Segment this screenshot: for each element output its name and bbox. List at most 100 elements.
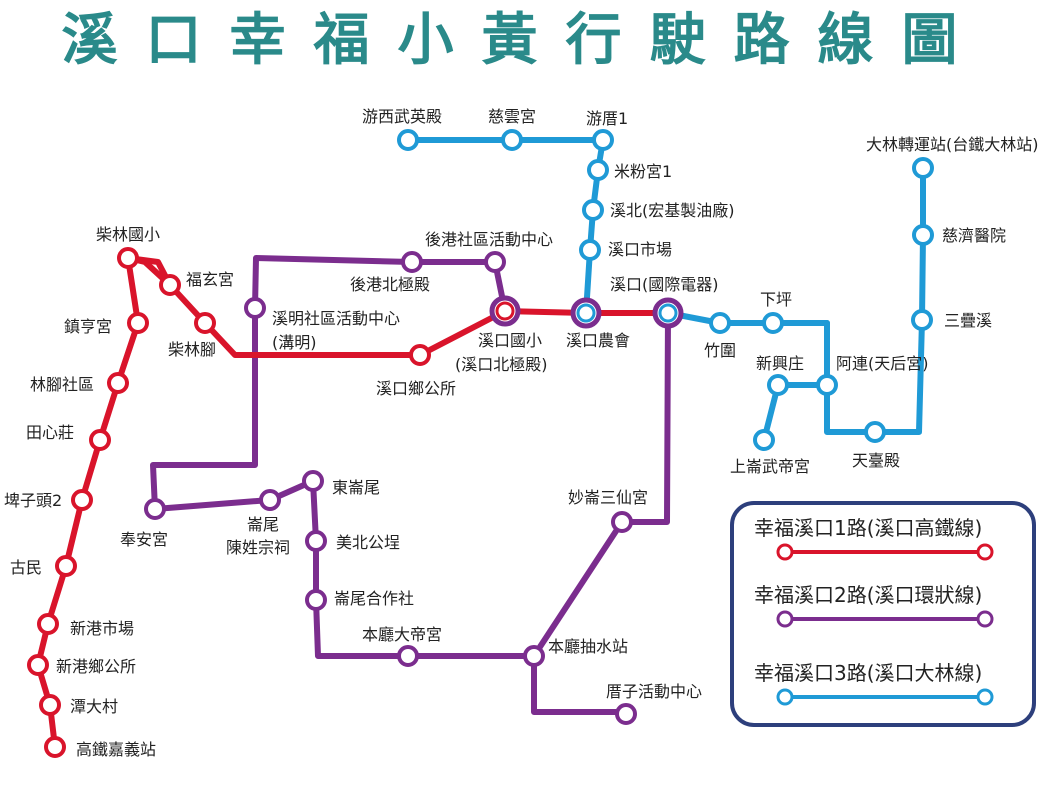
- station-tandacun: [39, 694, 61, 716]
- legend: 幸福溪口1路(溪口高鐵線) 幸福溪口2路(溪口環狀線) 幸福溪口3路(溪口大林線…: [730, 501, 1036, 727]
- label-xikou-guoji: 溪口(國際電器): [610, 275, 719, 294]
- legend-route2-start: [776, 610, 794, 628]
- station-fuxuangong: [159, 274, 181, 296]
- label-shanwei-2: 陳姓宗祠: [226, 538, 290, 557]
- label-shanwei-coop: 崙尾合作社: [334, 589, 414, 608]
- label-tiantai: 天臺殿: [852, 451, 900, 470]
- label-miaoshan: 妙崙三仙宮: [568, 488, 648, 507]
- label-ximing-1: 溪明社區活動中心: [272, 309, 400, 328]
- label-linjiao: 林腳社區: [30, 375, 94, 394]
- label-meibei: 美北公埕: [336, 533, 400, 552]
- station-puzitou: [71, 489, 93, 511]
- label-ciyun: 慈雲宮: [488, 107, 536, 126]
- station-hougang-center: [484, 251, 506, 273]
- route2-line-branch: [531, 653, 629, 715]
- station-tianxinzhuang: [89, 429, 111, 451]
- station-youxi: [397, 129, 419, 151]
- label-shanggong: 上崙武帝宮: [730, 457, 810, 476]
- route2-lines: [150, 255, 671, 715]
- station-gaotie: [44, 736, 66, 758]
- station-labels: 高鐵嘉義站 潭大村 新港鄉公所 新港市場 古民 埤子頭2 田心莊 林腳社區 鎮亨…: [4, 107, 1039, 759]
- label-youxi: 游西武英殿: [362, 107, 442, 126]
- station-benting-dadi: [397, 645, 419, 667]
- station-ciyun: [501, 129, 523, 151]
- legend-route3-end: [976, 688, 994, 706]
- label-ciji: 慈濟醫院: [942, 226, 1006, 245]
- label-fuxuangong: 福玄宮: [186, 270, 234, 289]
- station-cuozi: [615, 703, 637, 725]
- route3-line-top: [405, 137, 606, 316]
- label-youcuo: 游厝1: [586, 109, 628, 128]
- station-xibei: [582, 199, 604, 221]
- legend-route1-start: [776, 543, 794, 561]
- station-ximing: [244, 297, 266, 319]
- station-chailinjiao: [194, 312, 216, 334]
- station-mifen: [587, 159, 609, 181]
- label-puzitou: 埤子頭2: [4, 491, 62, 510]
- route2-stations: [144, 251, 637, 725]
- label-tianxinzhuang: 田心莊: [26, 423, 74, 442]
- station-shanwei-coop: [305, 589, 327, 611]
- station-xingangshichang: [37, 613, 59, 635]
- route3-line-dalin: [824, 165, 926, 435]
- label-xibei: 溪北(宏基製油廠): [610, 201, 735, 220]
- label-dalin: 大林轉運站(台鐵大林站): [866, 135, 1039, 154]
- legend-route3-start: [776, 688, 794, 706]
- label-xikou-farm: 溪口農會: [566, 331, 630, 350]
- legend-route1-label: 幸福溪口1路(溪口高鐵線): [754, 516, 982, 540]
- station-ciji: [912, 224, 934, 246]
- station-sandie: [911, 309, 933, 331]
- route2-line-loop: [150, 255, 671, 659]
- label-benting-pump: 本廳抽水站: [548, 637, 628, 656]
- station-xiangongsuo: [409, 344, 431, 366]
- route3-stations: [397, 129, 934, 451]
- station-xinxing: [767, 374, 789, 396]
- label-gaotie: 高鐵嘉義站: [76, 740, 156, 759]
- label-ximing-2: (溝明): [272, 333, 317, 352]
- station-dalin: [912, 157, 934, 179]
- station-chailin-school: [117, 247, 139, 269]
- station-miaoshan: [611, 511, 633, 533]
- label-mifen: 米粉宮1: [614, 162, 672, 181]
- label-chailin-school: 柴林國小: [96, 225, 160, 244]
- route3-line-branch: [761, 320, 830, 443]
- legend-route2-end: [976, 610, 994, 628]
- interchange-stations: [489, 295, 684, 329]
- label-tandacun: 潭大村: [70, 697, 118, 716]
- station-xikou-market: [579, 239, 601, 261]
- label-shanwei-1: 崙尾: [247, 515, 279, 534]
- label-xingangxiang: 新港鄉公所: [56, 657, 136, 676]
- label-benting-dadi: 本廳大帝宮: [362, 625, 442, 644]
- label-gumin: 古民: [10, 558, 42, 577]
- map-title: 溪口幸福小黃行駛路線圖: [61, 8, 986, 73]
- label-zhuwei: 竹圍: [704, 341, 736, 360]
- station-hougang-north: [401, 251, 423, 273]
- station-xingangxiang: [27, 654, 49, 676]
- label-hougang-center: 後港社區活動中心: [425, 230, 553, 249]
- label-hougang-north: 後港北極殿: [350, 275, 430, 294]
- label-fenganggong: 奉安宮: [120, 530, 168, 549]
- station-tiantai: [864, 421, 886, 443]
- route1-stations: [27, 247, 431, 758]
- station-gumin: [55, 555, 77, 577]
- station-youcuo: [592, 129, 614, 151]
- legend-route2-label: 幸福溪口2路(溪口環狀線): [754, 583, 982, 607]
- label-xingangshichang: 新港市場: [70, 619, 134, 638]
- label-xikou-school-1: 溪口國小: [478, 331, 542, 350]
- label-zhentinggong: 鎮亨宮: [64, 317, 112, 336]
- label-xiangongsuo: 溪口鄉公所: [376, 379, 456, 398]
- label-sandie: 三疊溪: [944, 311, 992, 330]
- label-cuozi: 厝子活動中心: [606, 682, 702, 701]
- label-xikou-school-2: (溪口北極殿): [455, 355, 548, 374]
- label-xikou-market: 溪口市場: [608, 240, 672, 259]
- legend-route1-end: [976, 543, 994, 561]
- legend-route3-label: 幸福溪口3路(溪口大林線): [754, 661, 982, 685]
- label-dongshanwei: 東崙尾: [332, 478, 380, 497]
- station-shanwei: [259, 489, 281, 511]
- legend-box: [730, 501, 1036, 727]
- station-shanggong: [753, 429, 775, 451]
- label-chailinjiao: 柴林腳: [168, 340, 216, 359]
- label-xinxing: 新興庄: [756, 354, 804, 373]
- label-xiaping: 下坪: [760, 290, 792, 309]
